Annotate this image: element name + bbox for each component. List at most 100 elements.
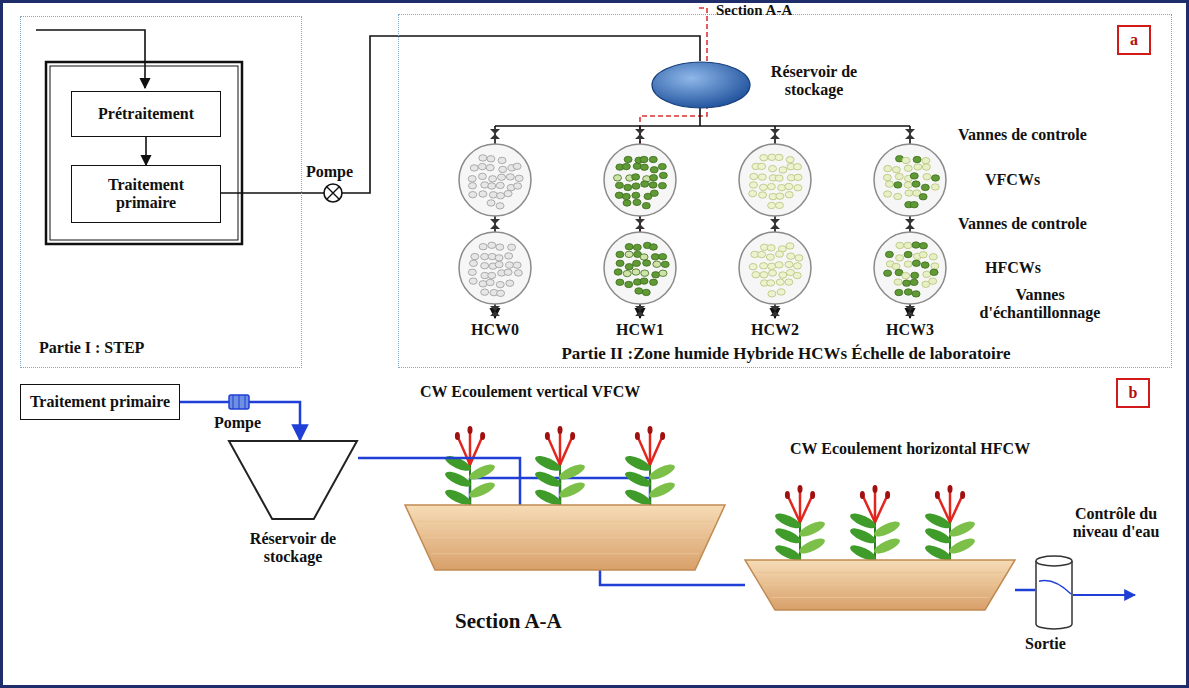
pebble [633, 199, 641, 205]
plant-leaf [467, 480, 497, 501]
pebble [912, 181, 920, 187]
valve-symbol [770, 219, 780, 229]
label-text: Section A-A [455, 610, 562, 633]
pebble [892, 166, 900, 172]
pebble [776, 279, 784, 285]
valve-symbol [905, 306, 915, 316]
pebble [650, 279, 658, 285]
pebble [905, 190, 913, 196]
pebble [749, 182, 757, 188]
pebble [616, 279, 624, 285]
node-text: Réservoir de stockage [759, 63, 869, 98]
label-text: Vannes de controle [958, 126, 1087, 144]
flower-spike [937, 495, 950, 522]
bed-layer [417, 521, 714, 522]
pebble [625, 244, 633, 250]
pebble [508, 244, 516, 250]
pebble [495, 261, 503, 267]
plant-leaf [797, 536, 827, 557]
pebble [488, 272, 496, 278]
pebble [884, 270, 892, 276]
flower-tip [558, 426, 563, 434]
pebble [767, 280, 775, 286]
pebble [478, 163, 486, 169]
pebble [641, 181, 649, 187]
column-top [1036, 556, 1072, 566]
valve-symbol [770, 306, 780, 316]
pebble [904, 289, 912, 295]
pebble [794, 174, 802, 180]
pebble [468, 176, 476, 182]
label-text: HCW1 [608, 321, 672, 339]
pebble [910, 279, 918, 285]
flower-spike [787, 495, 800, 522]
pebble [793, 272, 801, 278]
pebble [919, 194, 927, 200]
pebble [495, 255, 503, 261]
flower-tip [660, 432, 665, 440]
outlet-column: Contrôle du niveau d'eauSortie [1035, 555, 1073, 630]
flower-tip [468, 426, 473, 434]
node-text: a [1130, 31, 1138, 49]
pebble [479, 243, 487, 249]
flower-tip [960, 491, 965, 499]
pebble [892, 263, 900, 269]
label-text: HFCWs [985, 259, 1041, 277]
storage-tank: Réservoir de stockage [651, 61, 751, 109]
pebble [760, 263, 768, 269]
pebble [513, 163, 521, 169]
label-text: VFCWs [985, 171, 1040, 189]
flower-tip [545, 432, 550, 440]
pebble [778, 184, 786, 190]
flower-tip [860, 491, 865, 499]
flower-spike [470, 436, 483, 465]
pebble [640, 254, 648, 260]
plant-leaf [947, 519, 977, 540]
pebble [896, 242, 904, 248]
pebble [759, 192, 767, 198]
bed-layer [424, 537, 706, 538]
pebble [650, 190, 658, 196]
pebble [633, 163, 641, 169]
pebble [785, 279, 793, 285]
pebble [652, 272, 660, 278]
pebble [640, 278, 648, 284]
flower-spike [560, 436, 573, 465]
wetland-cell [739, 144, 811, 216]
label-text: Pompe [214, 414, 261, 432]
pebble [498, 157, 506, 163]
pebble [623, 270, 631, 276]
pebble [749, 190, 757, 196]
column-shape [1036, 561, 1072, 629]
step-box [46, 62, 242, 244]
pebble [931, 184, 939, 190]
pebble [750, 173, 758, 179]
pebble [506, 280, 514, 286]
pebble [497, 290, 505, 296]
flower-spike [875, 495, 888, 522]
plant-leaf [557, 480, 587, 501]
pebble [470, 165, 478, 171]
pebble [642, 289, 650, 295]
pebble [498, 174, 506, 180]
pebble [758, 163, 766, 169]
pebble [884, 191, 892, 197]
pebble [496, 281, 504, 287]
pebble [481, 253, 489, 259]
pebble [775, 251, 783, 257]
valve-symbol [490, 219, 500, 229]
pebble [775, 202, 783, 208]
flower-spike [649, 430, 652, 465]
pebble [616, 251, 624, 257]
bed-layer [757, 572, 1004, 573]
pebble [489, 176, 497, 182]
pebble [505, 253, 513, 259]
pebble [659, 270, 667, 276]
valve-symbol [635, 306, 645, 316]
bed-layer [772, 597, 989, 598]
wetland-cell [874, 232, 946, 304]
plant-leaf [872, 519, 902, 540]
plant-leaf [872, 536, 902, 557]
pebble [632, 183, 640, 189]
